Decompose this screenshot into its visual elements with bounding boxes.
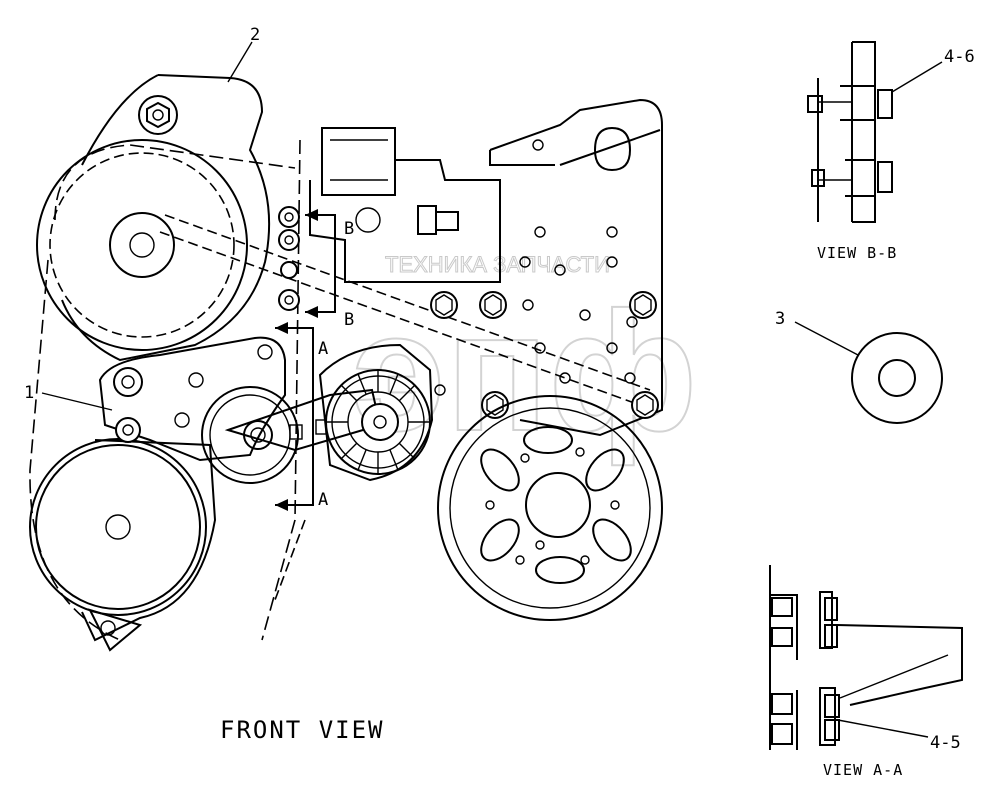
leaders: [41, 41, 253, 411]
view-b-b-title: VIEW B-B: [817, 244, 897, 262]
watermark: эпф ТЕХНИКА ЗАПЧАСТИ: [351, 252, 698, 469]
crank-pulley-holes: [485, 447, 620, 565]
crankshaft-pulley: [437, 395, 663, 621]
front-view: B B A A 2 1 FRONT VIEW: [24, 25, 663, 744]
section-b-upper: B: [344, 219, 354, 239]
cover-bolt-holes: [434, 226, 638, 396]
view-a-a: 4-5 VIEW A-A: [769, 565, 963, 779]
callout-2: 2: [250, 25, 260, 45]
section-b-lower: B: [344, 310, 354, 330]
section-a-upper: A: [318, 339, 328, 359]
callout-4-6: 4-6: [944, 47, 975, 67]
view-a-a-title: VIEW A-A: [823, 761, 903, 779]
front-view-title: FRONT VIEW: [220, 716, 385, 744]
crank-pulley-slots: [480, 426, 632, 584]
callout-4-5: 4-5: [930, 733, 961, 753]
watermark-text: ТЕХНИКА ЗАПЧАСТИ: [385, 252, 610, 277]
mount-bolts: [278, 206, 381, 311]
view-b-b: 4-6 VIEW B-B: [807, 41, 975, 262]
cover-bolts: [430, 291, 659, 419]
callout-1: 1: [24, 383, 34, 403]
tensioner-spokes: [326, 370, 430, 474]
belt-tensioner: [318, 343, 434, 482]
section-a-lower: A: [318, 490, 328, 510]
lower-pulley: [29, 438, 217, 652]
section-markers: B B A A: [275, 209, 354, 511]
callout-3: 3: [775, 309, 785, 329]
part-3-washer: 3: [775, 309, 943, 424]
engine-front-cover: [309, 98, 663, 437]
alternator: [36, 74, 271, 362]
